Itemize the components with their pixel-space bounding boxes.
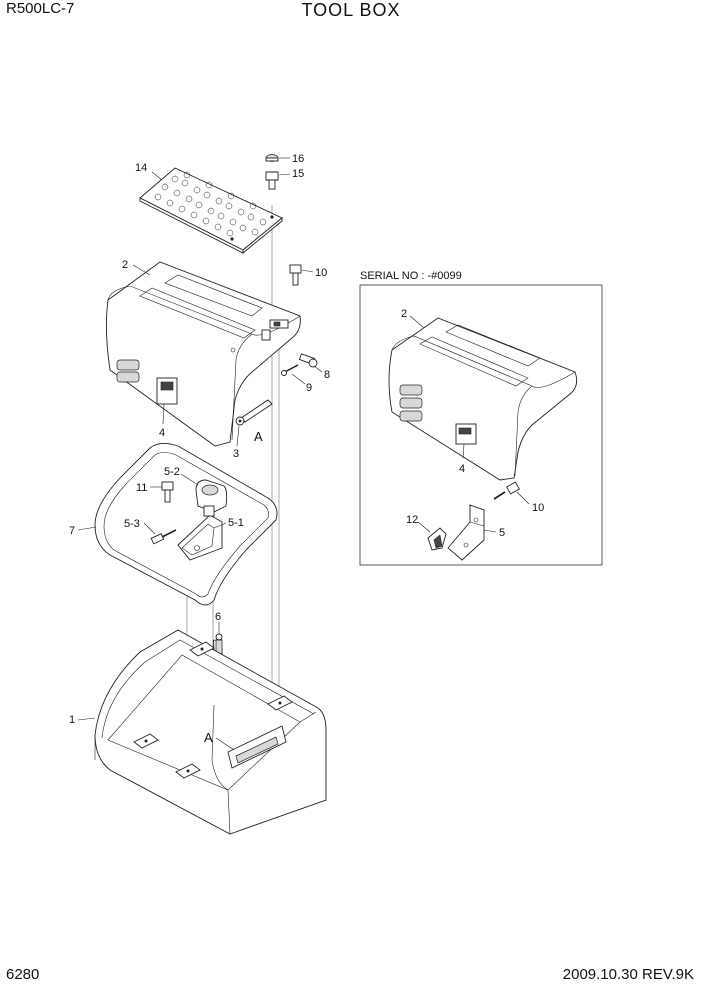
callout-16: 16: [292, 153, 304, 165]
part-3-stay-rod: [235, 399, 273, 426]
part-14-perforated-plate: [139, 167, 283, 254]
part-10-bolt: [289, 264, 302, 286]
callout-A-upper: A: [254, 429, 263, 444]
serial-inset-panel: [359, 284, 603, 566]
callout-15: 15: [292, 168, 304, 180]
part-15-bolt: [265, 171, 279, 190]
part-11-bolt: [161, 481, 174, 503]
inset-callout-12: 12: [406, 514, 418, 526]
callout-11: 11: [136, 482, 147, 494]
inset-callout-4: 4: [459, 463, 465, 475]
model-number: R500LC-7: [6, 0, 75, 17]
callout-2: 2: [122, 259, 128, 271]
part-9-screw: [281, 364, 299, 376]
page-number: 6280: [6, 966, 40, 983]
part-5-3-bolt: [150, 529, 177, 545]
callout-9: 9: [306, 382, 312, 394]
callout-4: 4: [159, 427, 165, 439]
callout-5-3: 5-3: [124, 518, 140, 530]
callout-6: 6: [215, 611, 221, 623]
inset-callout-2: 2: [401, 308, 407, 320]
callout-14: 14: [135, 162, 147, 174]
callout-5-1: 5-1: [228, 517, 244, 529]
part-1-box-body: [94, 629, 327, 835]
serial-number-label: SERIAL NO : -#0099: [360, 270, 462, 282]
revision-date: 2009.10.30 REV.9K: [562, 966, 694, 983]
part-7-frame: [94, 443, 278, 606]
page-title: TOOL BOX: [301, 0, 401, 20]
part-16-cap: [265, 154, 279, 162]
callout-10: 10: [315, 267, 327, 279]
callout-1: 1: [69, 714, 75, 726]
callout-7: 7: [69, 525, 75, 537]
callout-5-2: 5-2: [164, 466, 180, 478]
callout-8: 8: [324, 369, 330, 381]
inset-callout-10: 10: [532, 502, 544, 514]
inset-callout-5: 5: [499, 527, 505, 539]
callout-3: 3: [233, 448, 239, 460]
callout-leaders: [77, 157, 530, 751]
part-2-lid: [105, 261, 301, 447]
part-8-pin: [298, 353, 318, 368]
callout-A-lower: A: [204, 730, 213, 745]
